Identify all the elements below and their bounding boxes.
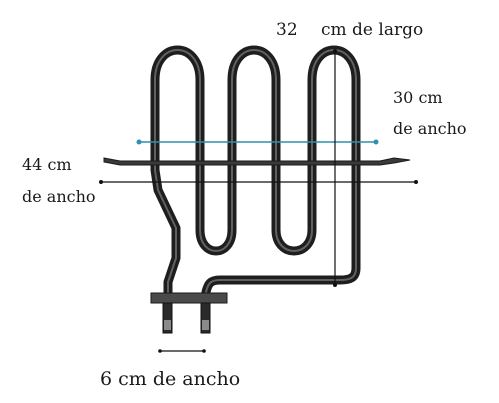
length-endpoint-bottom — [333, 283, 337, 287]
terminal-width-dimension — [158, 349, 206, 353]
terminal-width-label: 6 cm de ancho — [100, 368, 241, 390]
heating-element — [150, 45, 361, 325]
inner-width-endpoint-left — [136, 139, 142, 145]
inner-width-dimension — [136, 139, 379, 145]
terminal-right-tip — [202, 320, 209, 330]
length-text-label: cm de largo — [321, 20, 424, 40]
outer-width-dimension — [99, 180, 418, 184]
length-value-label: 32 — [276, 20, 298, 40]
inner-width-value-label: 30 cm — [393, 88, 443, 107]
inner-width-text-label: de ancho — [393, 119, 467, 138]
outer-width-value-label: 44 cm — [22, 155, 72, 174]
length-dimension — [333, 49, 337, 287]
length-endpoint-top — [333, 49, 337, 53]
outer-width-endpoint-right — [414, 180, 418, 184]
heating-element-highlight — [154, 49, 357, 321]
terminal-width-endpoint-left — [158, 349, 162, 353]
terminal-right — [200, 302, 211, 334]
terminal-plate-body — [150, 292, 228, 304]
support-bracket-bar — [103, 157, 411, 166]
terminal-width-endpoint-right — [202, 349, 206, 353]
outer-width-text-label: de ancho — [22, 187, 96, 206]
inner-width-endpoint-right — [373, 139, 379, 145]
outer-width-endpoint-left — [99, 180, 103, 184]
terminal-plate — [150, 292, 228, 334]
terminal-left-tip — [164, 320, 171, 330]
terminal-left — [162, 302, 173, 334]
support-bracket — [103, 157, 411, 166]
